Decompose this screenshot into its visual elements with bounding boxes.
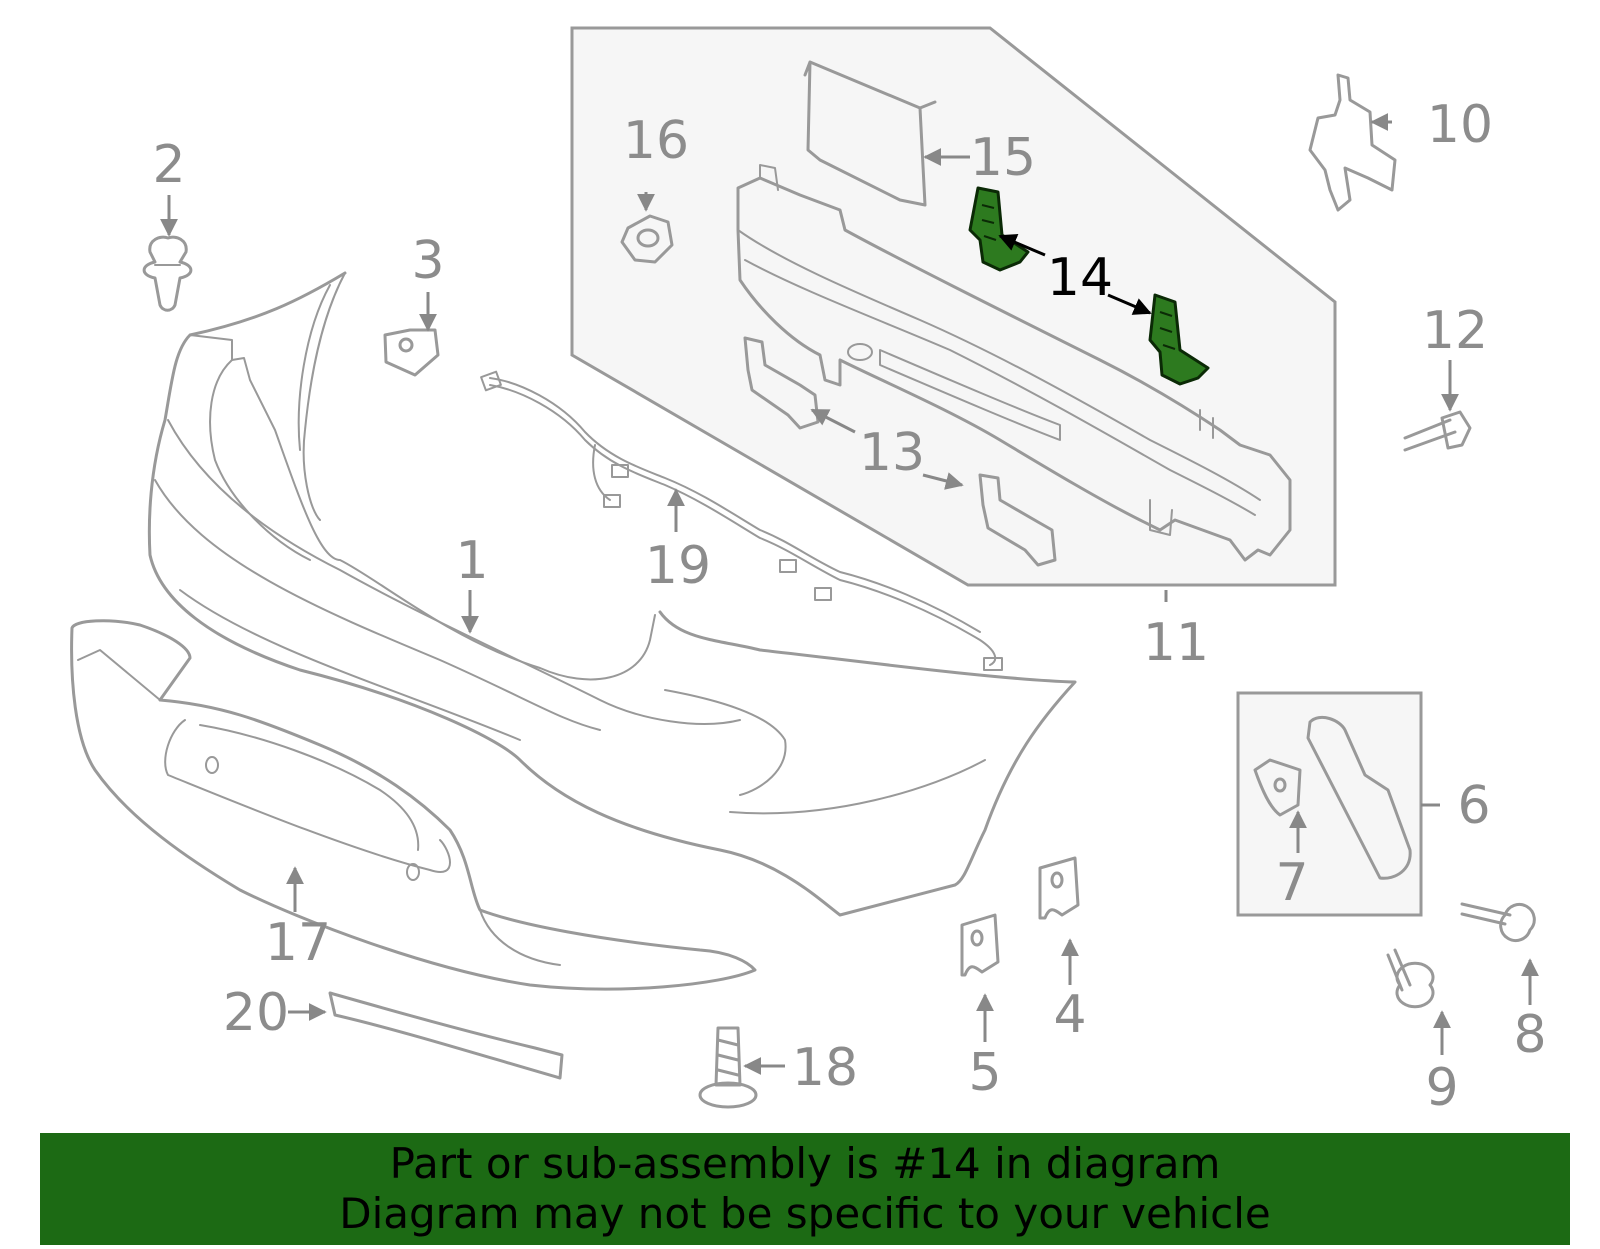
callout-12: 12	[1422, 301, 1488, 361]
callout-13: 13	[859, 423, 925, 483]
callout-2: 2	[152, 135, 185, 195]
part-14-bracket-right	[1148, 293, 1210, 386]
banner-part-line: Part or sub-assembly is #14 in diagram	[389, 1139, 1221, 1188]
callout-8: 8	[1513, 1005, 1546, 1065]
part-2-push-clip	[142, 235, 193, 312]
part-17-lower-valance	[70, 619, 757, 991]
part-19-wiring-harness	[480, 370, 1003, 671]
part-1-bumper-cover	[147, 271, 1077, 917]
part-3-retainer	[383, 328, 440, 377]
callout-10: 10	[1427, 95, 1493, 155]
part-20-trim-strip	[328, 991, 564, 1080]
callout-4: 4	[1053, 985, 1086, 1045]
callout-11: 11	[1143, 613, 1209, 673]
callout-20: 20	[223, 983, 289, 1043]
callout-3: 3	[411, 231, 444, 291]
part-5-bracket	[960, 913, 1000, 977]
callout-9: 9	[1425, 1058, 1458, 1118]
part-15-plate	[803, 60, 937, 207]
callout-14: 14	[1047, 248, 1113, 308]
callout-6: 6	[1457, 776, 1490, 836]
part-11-reinforcement-beam	[736, 164, 1292, 562]
info-banner: Part or sub-assembly is #14 in diagram D…	[40, 1133, 1570, 1245]
callout-1: 1	[455, 531, 488, 591]
part-18-screw	[698, 1026, 758, 1109]
part-16-nut	[620, 214, 674, 264]
callout-5: 5	[968, 1043, 1001, 1103]
callout-7: 7	[1275, 853, 1308, 913]
part-9-bolt	[1386, 948, 1435, 1009]
leader-lines	[160, 113, 1539, 1075]
callout-18: 18	[792, 1038, 858, 1098]
part-13-bracket-lower	[978, 473, 1057, 567]
callout-17: 17	[265, 913, 331, 973]
assembly-box-11	[570, 26, 1337, 587]
banner-disclaimer-line: Diagram may not be specific to your vehi…	[339, 1189, 1271, 1238]
part-6-side-bracket	[1306, 716, 1412, 880]
callout-15: 15	[970, 128, 1036, 188]
part-12-bolt	[1403, 410, 1472, 452]
callout-16: 16	[623, 111, 689, 171]
part-4-bracket	[1038, 856, 1080, 920]
callout-19: 19	[645, 536, 711, 596]
part-7-clip	[1253, 758, 1302, 817]
part-10-bracket	[1308, 73, 1397, 212]
part-8-bolt	[1460, 902, 1536, 943]
